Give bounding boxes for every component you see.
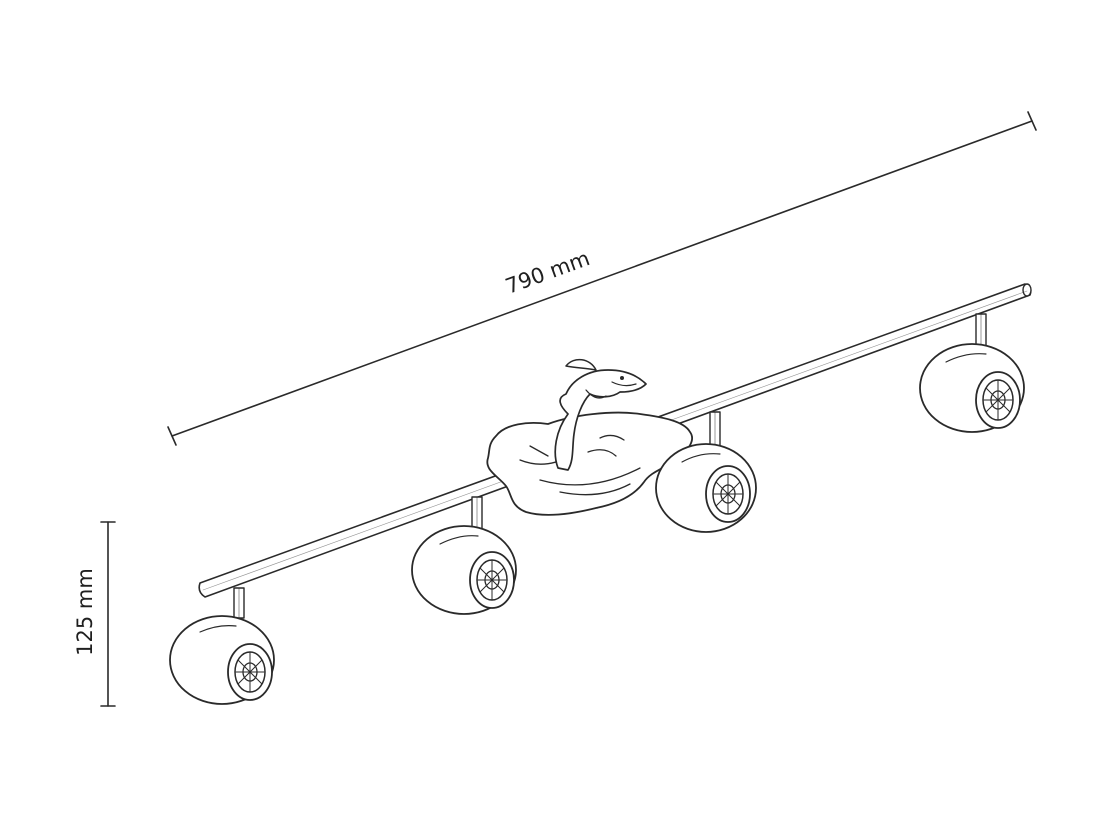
dolphin-plate [486, 358, 693, 516]
spot-4 [919, 313, 1025, 433]
height-label: 125 mm [73, 568, 97, 656]
width-label: 790 mm [502, 246, 593, 299]
spot-2 [411, 496, 517, 615]
dolphin-icon [554, 369, 647, 471]
height-dimension: 125 mm [73, 521, 116, 707]
spot-1 [169, 587, 275, 705]
spot-3 [655, 411, 757, 533]
